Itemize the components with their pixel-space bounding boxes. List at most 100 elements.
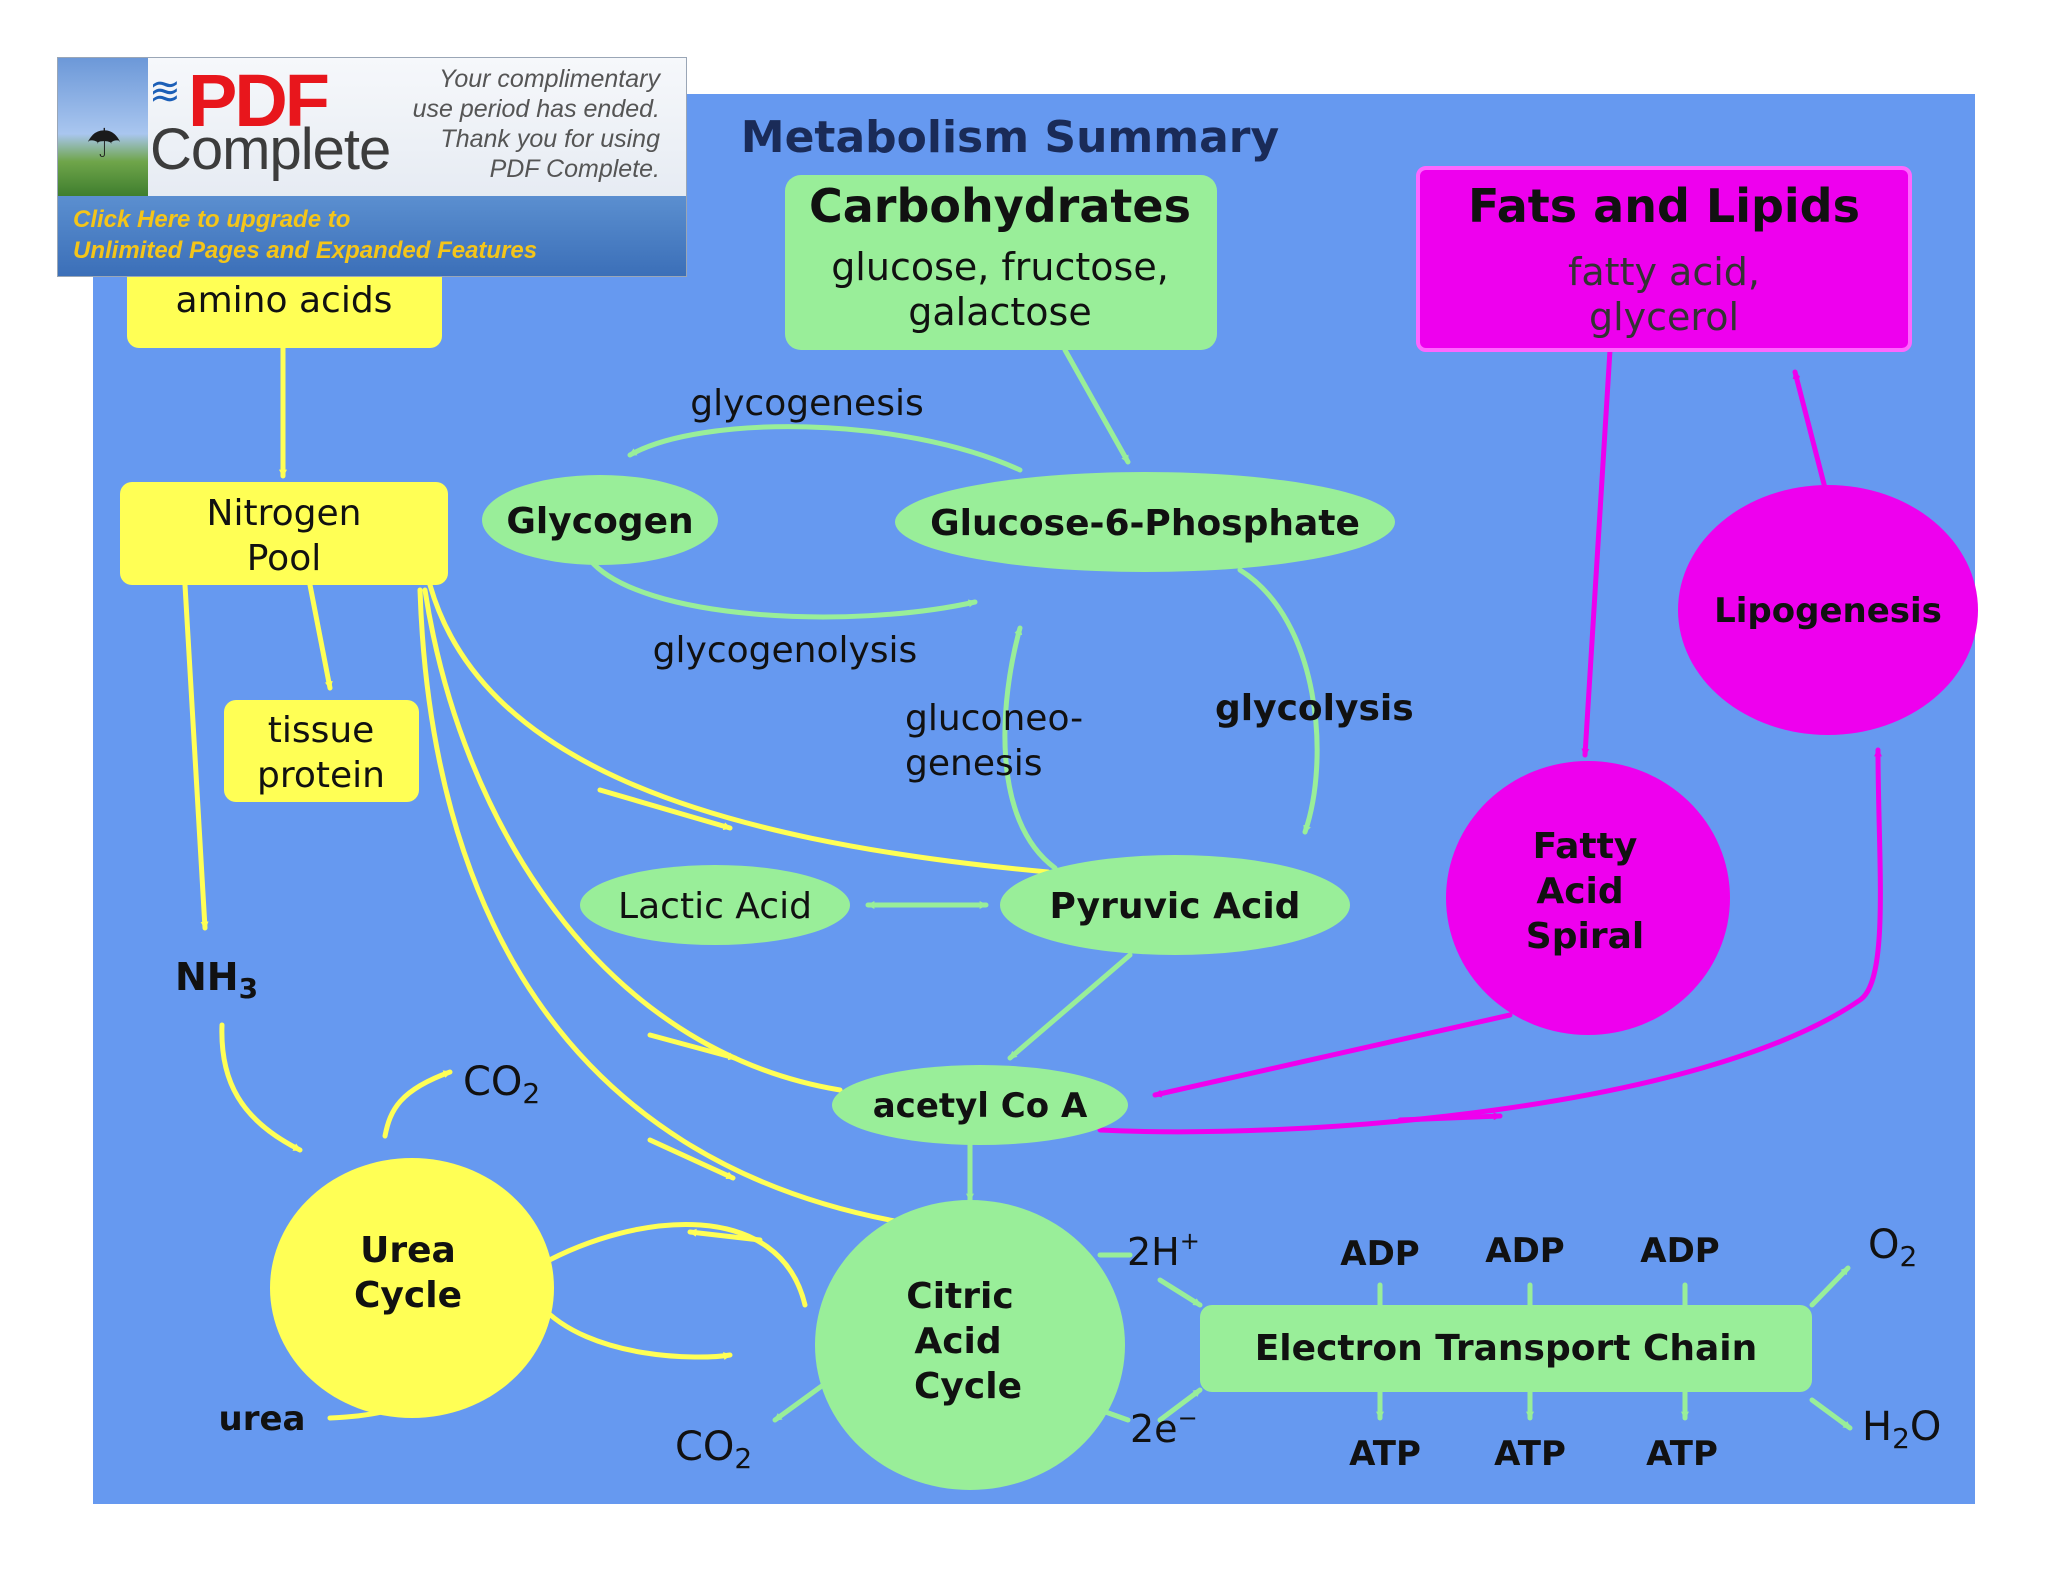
arrow-etc-to-o2 [1809,1265,1851,1308]
arrow-glycogenesis [627,424,1023,473]
connectors [182,345,1883,1431]
pyruvic-acid-node [1000,855,1350,955]
arrow-carbohydrates-to-g6p [1062,347,1131,465]
arrow-citric-to-urea-top [537,1221,808,1308]
arrow-acetyl-to-lipogenesis-mid [1397,1112,1503,1123]
co2-citric-label: CO2 [675,1424,752,1475]
glycogen-node [482,475,718,565]
atp-label-2: ATP [1494,1434,1566,1474]
citric-acid-cycle-line2: Acid [914,1321,1001,1362]
arrow-nitrogen-to-pyruvic-head [597,787,733,831]
amino-acids-box [127,255,442,348]
urea-cycle-line1: Urea [360,1230,456,1271]
pyruvic-acid-label: Pyruvic Acid [1050,886,1301,927]
nitrogen-pool-box [120,482,448,585]
fats-lipids-line1: fatty acid, [1568,250,1760,294]
glucose-6-phosphate-node [895,472,1395,572]
arrow-nh3-to-urea [219,1022,303,1153]
banner-message-line2: use period has ended. [412,95,660,123]
lactic-acid-label: Lactic Acid [618,886,812,927]
amino-acids-label: amino acids [176,280,393,321]
arrow-etc-to-h2o [1809,1397,1853,1431]
arrow-e-to-etc [1157,1387,1203,1423]
arrow-citric-to-co2 [772,1377,833,1423]
fatty-acid-spiral-node [1446,761,1730,1035]
carbohydrates-title: Carbohydrates [809,179,1191,233]
gluconeogenesis-line2: genesis [905,743,1042,784]
arrow-nitrogen-to-citric-head [647,1137,736,1181]
arrow-citric-to-urea-top-head [687,1228,763,1243]
tissue-protein-box [224,700,419,802]
fats-lipids-line2: glycerol [1589,295,1739,339]
banner-photo: ☂ [58,58,148,196]
arrow-nitrogen-to-acetyl-head [647,1032,738,1061]
citric-acid-cycle-line3: Cycle [914,1366,1022,1407]
banner-logo-pdf: PDF [188,59,330,142]
pdf-complete-banner[interactable]: ☂ ≋ PDF Complete Your complimentary use … [57,57,687,277]
upgrade-link[interactable]: Click Here to upgrade to Unlimited Pages… [58,196,686,276]
arrow-nitrogen-to-acetyl [422,587,843,1093]
glycogen-label: Glycogen [506,501,693,542]
arrow-lipogenesis-to-fats [1792,369,1828,491]
fats-lipids-title: Fats and Lipids [1468,179,1860,233]
adp-label-2: ADP [1485,1231,1564,1271]
glycogenolysis-label: glycogenolysis [653,630,918,671]
urea-label: urea [219,1399,306,1439]
arrow-nitrogen-to-citric [417,587,903,1225]
electron-transport-chain-box [1200,1305,1812,1392]
urea-cycle-node [270,1158,554,1418]
lactic-acid-node [580,865,850,945]
umbrella-figure-icon: ☂ [86,121,122,167]
o2-label: O2 [1868,1222,1917,1273]
adp-label-1: ADP [1340,1234,1419,1274]
fatty-acid-spiral-line3: Spiral [1526,916,1644,957]
electron-transport-chain-label: Electron Transport Chain [1255,1328,1758,1369]
h-plus-label: 2H+ [1127,1227,1200,1274]
glycogenesis-label: glycogenesis [690,383,923,424]
adp-label-3: ADP [1640,1231,1719,1271]
arrow-nitrogen-to-nh3 [182,582,209,931]
arrow-nitrogen-to-pyruvic [427,582,1051,875]
upgrade-link-line2[interactable]: Unlimited Pages and Expanded Features [73,237,538,264]
citric-acid-cycle-line1: Citric [906,1276,1013,1317]
banner-logo-complete: Complete [150,117,391,182]
arrow-pyruvic-to-acetyl [1007,952,1133,1061]
arrow-nitrogen-to-tissue [307,582,333,691]
tissue-protein-line1: tissue [268,710,375,751]
layers-icon: ≋ [149,71,181,113]
nitrogen-pool-line1: Nitrogen [207,493,362,534]
glycolysis-label: glycolysis [1215,688,1414,729]
nh3-label: NH3 [175,955,258,1005]
carbohydrates-line2: galactose [908,290,1091,334]
arrow-acetyl-to-lipogenesis [1097,747,1883,1135]
arrow-fats-to-spiral [1581,347,1613,758]
co2-urea-label: CO2 [463,1059,540,1110]
upgrade-link-line1[interactable]: Click Here to upgrade to [73,206,351,233]
h2o-label: H2O [1862,1404,1941,1455]
e-minus-label: 2e− [1130,1404,1198,1451]
arrow-h-to-etc [1157,1277,1203,1308]
lipogenesis-node [1678,485,1978,735]
banner-message-line3: Thank you for using [440,125,660,153]
acetyl-coa-node [832,1065,1128,1145]
arrow-spiral-to-acetyl [1152,1012,1513,1098]
atp-label-1: ATP [1349,1434,1421,1474]
banner-message-line4: PDF Complete. [489,155,660,183]
title: Metabolism Summary [741,112,1279,163]
banner-message: Your complimentary use period has ended.… [380,64,660,184]
fats-lipids-box [1416,166,1912,352]
carbohydrates-line1: glucose, fructose, [831,245,1169,289]
fatty-acid-spiral-line1: Fatty [1533,826,1638,867]
acetyl-coa-label: acetyl Co A [873,1086,1088,1126]
arrow-glycolysis [1237,567,1320,835]
fatty-acid-spiral-line2: Acid [1536,871,1623,912]
lipogenesis-label: Lipogenesis [1714,591,1942,631]
tissue-protein-line2: protein [257,755,385,796]
citric-acid-cycle-node [815,1200,1125,1490]
carbohydrates-box [785,175,1217,350]
arrow-urea-to-co2 [382,1069,453,1139]
gluconeogenesis-line1: gluconeo- [905,698,1083,739]
arrow-urea-to-citric-bottom [537,1302,733,1360]
nitrogen-pool-line2: Pool [247,538,321,579]
